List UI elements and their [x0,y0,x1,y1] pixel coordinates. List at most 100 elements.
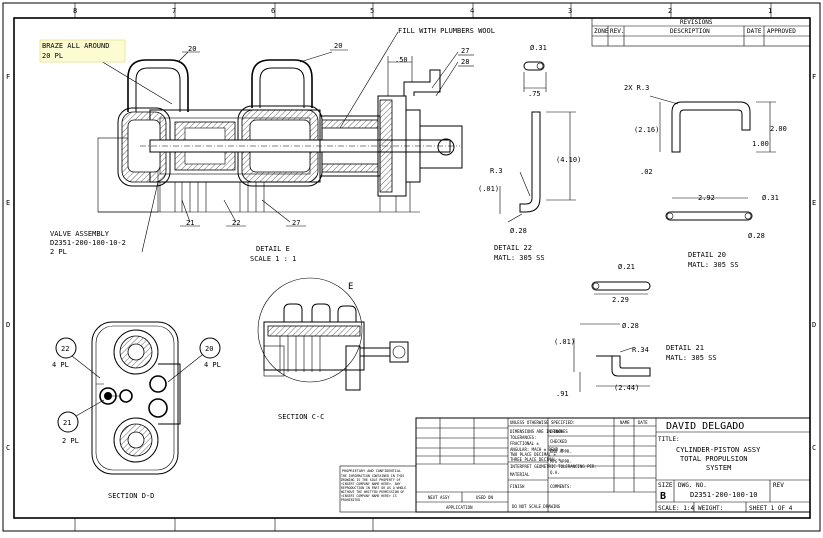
tb-application: APPLICATION [446,505,473,510]
tb-eng-appr: ENG APPR. [550,449,572,454]
tb-weight: WEIGHT: [698,505,723,512]
border-col-2: 2 [668,7,672,15]
tb-dwg-label: DWG. NO. [678,482,707,489]
rev-col-description: DESCRIPTION [670,28,710,35]
tb-title-1: CYLINDER-PISTON ASSY [676,446,761,454]
dim-d20-dia28: Ø.28 [748,232,765,240]
detail-e-scale: SCALE 1 : 1 [250,255,296,263]
tb-date: DATE [638,420,648,425]
tb-scale: SCALE: 1:4 [658,505,695,512]
detail-22-view [499,61,576,223]
border-col-7: 7 [172,7,176,15]
fill-note: FILL WITH PLUMBERS WOOL [398,27,495,35]
balloon-circle-20 [199,337,221,359]
tb-tolerances: TOLERANCES: [510,435,537,440]
detail-21-matl: MATL: 305 SS [666,354,717,362]
tb-prop-text-wrap: THE INFORMATION CONTAINED IN THIS DRAWIN… [341,474,407,502]
border-col-5: 5 [370,7,374,15]
border-row-d-right: D [812,321,816,329]
detail-e-label: DETAIL E [256,245,290,253]
detail-20-view [649,95,776,221]
rev-col-zone: ZONE [594,28,609,35]
dim-d22-r3: R.3 [490,167,503,175]
detail-21-label: DETAIL 21 [666,344,704,352]
tb-drawn: DRAWN [550,429,563,434]
border-row-d: D [6,321,10,329]
dim-d21-91: .91 [556,390,569,398]
dim-d20-100: 1.00 [752,140,769,148]
tb-mfg-appr: MFG APPR. [550,459,572,464]
balloon-27: 27 [461,47,469,55]
detail-22-matl: MATL: 305 SS [494,254,545,262]
valve-note-3: 2 PL [50,248,67,256]
border-row-f-right: F [812,73,816,81]
tb-rev-label: REV [773,482,784,489]
tb-title-3: SYSTEM [706,464,731,472]
detail-20-matl: MATL: 305 SS [688,261,739,269]
detail-e-marker: E [348,282,353,292]
balloon-d-22-qty: 4 PL [52,361,69,369]
section-cc-label: SECTION C-C [278,413,324,421]
detail-e-view [95,31,463,253]
tb-next-assy: NEXT ASSY [428,495,450,500]
detail-22-label: DETAIL 22 [494,244,532,252]
dim-d21-01: (.01) [554,338,575,346]
tb-title-label: TITLE: [658,436,680,443]
tb-name: NAME [620,420,630,425]
tb-sheet: SHEET 1 OF 4 [749,505,793,512]
border-row-c-right: C [812,444,816,452]
dim-d20-02: .02 [640,168,653,176]
tb-checked: CHECKED [550,439,567,444]
border-col-8: 8 [73,7,77,15]
tb-interpret: INTERPRET GEOMETRIC TOLERANCING PER: [510,464,597,469]
tb-fractional: FRACTIONAL ± [510,441,539,446]
revisions-table: REVISIONS ZONE REV. DESCRIPTION DATE APP… [591,17,811,47]
valve-note-2: D2351-200-100-10-2 [50,239,126,247]
balloon-20-b: 20 [334,42,342,50]
border-col-3: 3 [568,7,572,15]
dim-d20-216: (2.16) [634,126,659,134]
tb-size-label: SIZE [658,482,673,489]
tb-prop-text: THE INFORMATION CONTAINED IN THIS DRAWIN… [341,474,407,502]
balloon-20-a: 20 [188,45,196,53]
section-cc-view [257,277,409,391]
dim-d21-229: 2.29 [612,296,629,304]
dim-d22-dia31: Ø.31 [530,44,547,52]
border-row-e: E [6,199,10,207]
tb-angular: ANGULAR: MACH ± BEND ± [510,447,564,452]
border-col-4: 4 [470,7,474,15]
tb-used-on: USED ON [476,495,493,500]
dim-d20-200: 2.00 [770,125,787,133]
border-row-e-right: E [812,199,816,207]
border-row-c: C [6,444,10,452]
border-row-f: F [6,73,10,81]
tb-three-place: THREE PLACE DECIMAL ± [510,457,561,462]
balloon-d-22: 22 [61,345,69,353]
tb-dims-in: DIMENSIONS ARE IN INCHES [510,429,568,434]
balloon-d-21: 21 [63,419,71,427]
dim-d20-dia31: Ø.31 [762,194,779,202]
border-col-1: 1 [768,7,772,15]
dim-d21-244: (2.44) [614,384,639,392]
tb-dwg-no: D2351-200-100-10 [690,491,757,499]
tb-proprietary: PROPRIETARY AND CONFIDENTIAL [342,469,401,473]
dim-d22-dia28: Ø.28 [510,227,527,235]
rev-col-rev: REV. [610,28,624,35]
braze-note: BRAZE ALL AROUND [42,42,109,50]
dim-d22-01: (.01) [478,185,499,193]
balloon-28: 28 [461,58,469,66]
tb-comments: COMMENTS: [550,484,572,489]
tb-title-2: TOTAL PROPULSION [680,455,747,463]
tb-size: B [660,491,666,502]
balloon-d-20: 20 [205,345,213,353]
dim-d21-dia21: Ø.21 [618,263,635,271]
tb-company: DAVID DELGADO [666,421,744,432]
balloon-27-b: 27 [292,219,300,227]
dim-d22-410: (4.10) [556,156,581,164]
balloon-21: 21 [186,219,194,227]
balloon-d-20-qty: 4 PL [204,361,221,369]
balloon-d-21-qty: 2 PL [62,437,79,445]
